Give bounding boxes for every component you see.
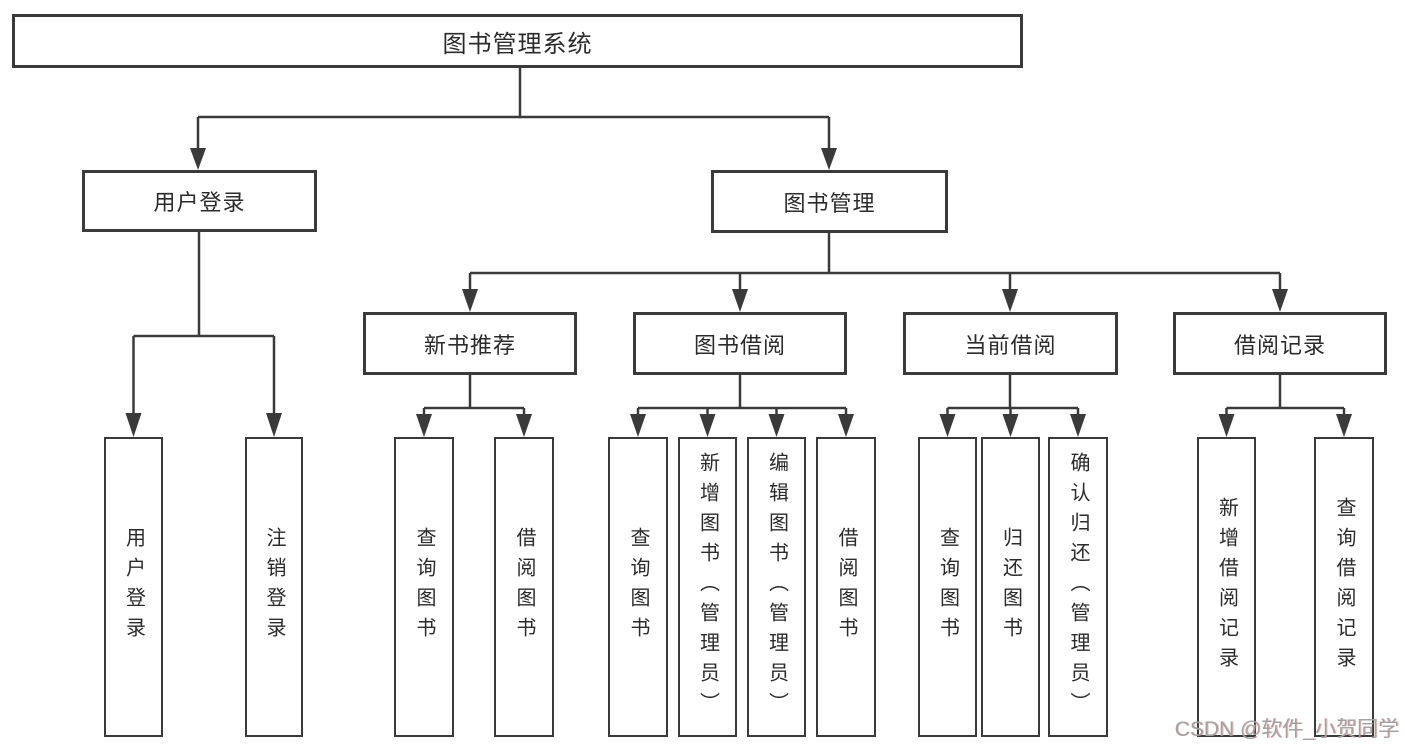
leaf-query-books-recommend-label: 查询图书: [413, 527, 435, 647]
node-book-management: 图书管理: [711, 170, 948, 233]
node-root: 图书管理系统: [12, 14, 1023, 68]
leaf-query-books-current: 查询图书: [918, 437, 977, 737]
leaf-logout: 注销登录: [245, 437, 303, 737]
node-book-management-label: 图书管理: [783, 190, 876, 216]
leaf-query-books-borrow: 查询图书: [608, 437, 668, 737]
node-current-borrow: 当前借阅: [903, 312, 1118, 375]
node-borrow-records: 借阅记录: [1173, 312, 1387, 375]
edge-new-book-recommend-children: [416, 375, 532, 437]
leaf-borrow-books-recommend: 借阅图书: [494, 437, 554, 737]
leaf-return-book: 归还图书: [981, 437, 1040, 737]
leaf-edit-book-admin: 编辑图书（管理员）: [747, 437, 806, 737]
edge-book-borrow-children: [630, 375, 854, 437]
leaf-borrow-books: 借阅图书: [816, 437, 876, 737]
node-new-book-recommend-label: 新书推荐: [423, 332, 516, 358]
leaf-confirm-return-admin-label: 确认归还（管理员）: [1067, 452, 1089, 722]
leaf-query-borrow-record: 查询借阅记录: [1314, 437, 1374, 737]
leaf-query-books-current-label: 查询图书: [936, 527, 959, 647]
node-root-label: 图书管理系统: [442, 30, 593, 58]
leaf-edit-book-admin-label: 编辑图书（管理员）: [765, 452, 788, 722]
edge-borrow-records-children: [1218, 375, 1352, 437]
node-borrow-records-label: 借阅记录: [1233, 332, 1326, 358]
leaf-add-borrow-record-label: 新增借阅记录: [1215, 497, 1238, 677]
watermark-text: CSDN @软件_小贺同学: [1174, 718, 1399, 741]
node-user-login-label: 用户登录: [153, 190, 246, 215]
leaf-borrow-books-recommend-label: 借阅图书: [513, 527, 535, 647]
leaf-add-borrow-record: 新增借阅记录: [1197, 437, 1256, 737]
leaf-query-books-recommend: 查询图书: [394, 437, 454, 737]
node-user-login: 用户登录: [82, 170, 317, 232]
leaf-return-book-label: 归还图书: [999, 527, 1022, 647]
edge-current-borrow-children: [939, 375, 1086, 437]
leaf-query-books-borrow-label: 查询图书: [627, 527, 649, 647]
edge-user-login-children: [125, 232, 282, 437]
leaf-query-borrow-record-label: 查询借阅记录: [1333, 497, 1355, 677]
node-new-book-recommend: 新书推荐: [363, 312, 577, 375]
leaf-logout-label: 注销登录: [263, 527, 285, 647]
node-book-borrow-label: 图书借阅: [693, 332, 786, 358]
leaf-borrow-books-label: 借阅图书: [835, 527, 857, 647]
edge-root-to-level1: [190, 68, 837, 170]
leaf-add-book-admin: 新增图书（管理员）: [678, 437, 737, 737]
leaf-user-login: 用户登录: [104, 437, 163, 737]
node-book-borrow: 图书借阅: [633, 312, 847, 375]
node-current-borrow-label: 当前借阅: [964, 332, 1057, 358]
leaf-user-login-label: 用户登录: [122, 527, 145, 647]
leaf-confirm-return-admin: 确认归还（管理员）: [1048, 437, 1108, 737]
edge-book-management-children: [462, 233, 1288, 312]
leaf-add-book-admin-label: 新增图书（管理员）: [696, 452, 719, 722]
